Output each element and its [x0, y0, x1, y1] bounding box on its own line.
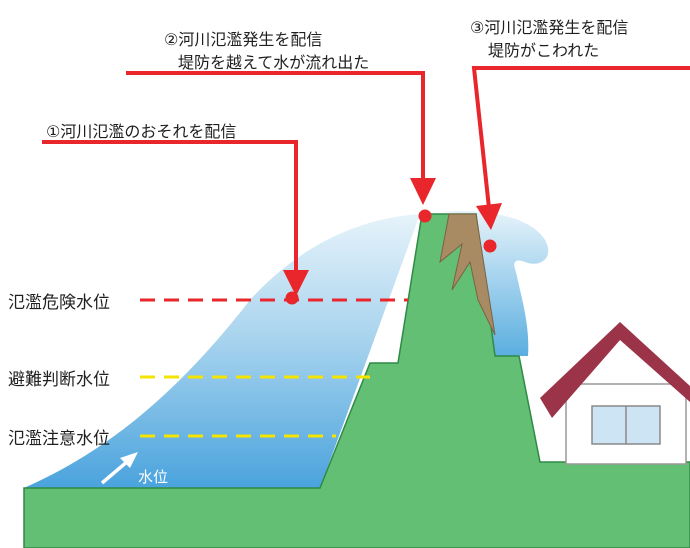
overflow-wave: [440, 210, 549, 356]
levee-ground: [23, 213, 690, 548]
callout-third-pointer: [471, 66, 690, 253]
callout-third-line2: 堤防がこわれた: [488, 41, 600, 60]
callout-second-line2: 堤防を越えて水が流れ出た: [178, 53, 370, 72]
callout-third-line1: ③河川氾濫発生を配信: [470, 18, 629, 37]
river-water: [24, 214, 420, 488]
evacuation-level-label: 避難判断水位: [8, 370, 110, 390]
house: [540, 322, 690, 465]
danger-level-label: 氾濫危険水位: [8, 293, 110, 313]
water-level-label: 水位: [138, 468, 169, 486]
callout-first-pointer: [42, 140, 309, 305]
caution-level-label: 氾濫注意水位: [8, 429, 110, 449]
callout-second-pointer: [126, 71, 436, 223]
callout-first-text: ①河川氾濫のおそれを配信: [46, 122, 237, 141]
levee-breach: [439, 213, 496, 336]
callout-second-line1: ②河川氾濫発生を配信: [164, 30, 323, 49]
arrow-up-icon: [100, 452, 138, 485]
